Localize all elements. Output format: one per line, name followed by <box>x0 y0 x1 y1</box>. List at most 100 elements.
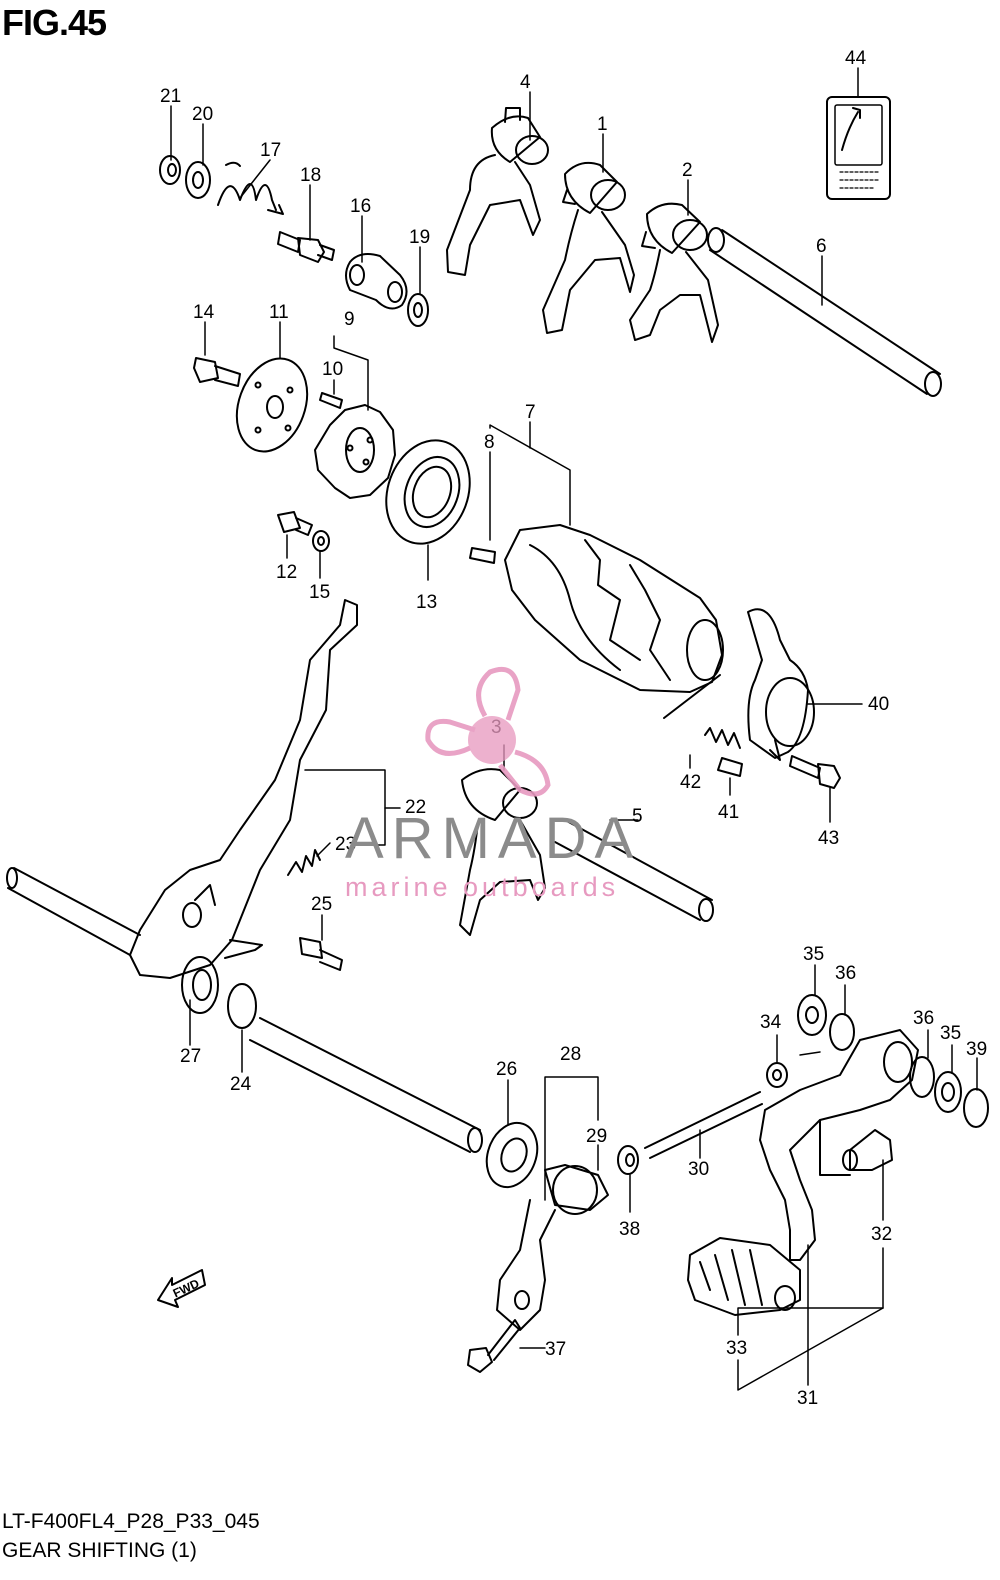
part-44-label-plate <box>826 96 891 200</box>
part-label-8: 8 <box>484 432 495 453</box>
part-11-cam-plate <box>235 357 309 453</box>
part-label-6: 6 <box>816 236 827 257</box>
part-39-e-ring <box>963 1088 989 1128</box>
part-20-washer <box>185 161 211 199</box>
footer-section-name: GEAR SHIFTING (1) <box>2 1539 197 1562</box>
part-label-44: 44 <box>845 48 867 69</box>
part-label-20: 20 <box>192 104 213 125</box>
part-label-23: 23 <box>335 834 356 855</box>
part-36-washer-right <box>909 1056 935 1098</box>
part-6-fork-shaft <box>707 227 942 397</box>
part-17-return-spring <box>217 161 284 215</box>
part-label-9: 9 <box>344 309 355 330</box>
figure-title: FIG.45 <box>2 2 107 43</box>
part-label-42: 42 <box>680 772 701 793</box>
part-label-43: 43 <box>818 828 839 849</box>
part-label-7: 7 <box>525 402 536 423</box>
part-35-washer-left <box>797 994 827 1036</box>
part-35-washer-right <box>934 1071 962 1113</box>
part-label-39: 39 <box>966 1039 987 1060</box>
part-26-oil-seal <box>485 1121 539 1189</box>
part-label-4: 4 <box>520 72 531 93</box>
part-10-pin <box>319 392 343 409</box>
propeller-logo-icon <box>425 666 551 797</box>
watermark-brand: ARMADA <box>345 806 642 871</box>
part-36-washer-left <box>829 1013 855 1051</box>
part-30-link-rod <box>644 1091 763 1159</box>
part-label-38: 38 <box>619 1219 640 1240</box>
part-label-1: 1 <box>597 114 608 135</box>
part-8-pin <box>469 547 496 564</box>
part-32-pedal-bolt <box>842 1129 893 1171</box>
part-label-27: 27 <box>180 1046 201 1067</box>
part-label-31: 31 <box>797 1388 818 1409</box>
part-label-17: 17 <box>260 140 281 161</box>
part-19-washer <box>407 293 429 327</box>
part-18-stopper-bolt <box>277 231 335 263</box>
part-label-41: 41 <box>718 802 739 823</box>
part-25-bolt <box>299 937 343 971</box>
part-4-shift-fork <box>446 107 549 276</box>
part-label-12: 12 <box>276 562 297 583</box>
part-label-40: 40 <box>868 694 889 715</box>
part-label-25: 25 <box>311 894 332 915</box>
part-label-30: 30 <box>688 1159 709 1180</box>
part-41-pin <box>717 757 743 777</box>
part-38-nut <box>617 1145 639 1175</box>
part-label-13: 13 <box>416 592 437 613</box>
part-12-screw <box>277 511 313 536</box>
leader-lines <box>170 67 978 1391</box>
part-label-36: 36 <box>835 963 856 984</box>
part-33-pedal-rubber <box>687 1237 801 1316</box>
part-label-11: 11 <box>269 302 289 323</box>
part-28-shift-link-arm <box>496 1164 609 1331</box>
part-label-16: 16 <box>350 196 371 217</box>
part-label-34: 34 <box>760 1012 782 1033</box>
part-label-15: 15 <box>309 582 330 603</box>
part-5-fork-shaft <box>554 819 714 922</box>
part-43-bolt <box>789 755 841 789</box>
part-15-washer <box>312 530 330 552</box>
part-13-bearing <box>385 439 471 545</box>
part-1-shift-fork <box>542 161 635 334</box>
part-37-bolt <box>467 1319 521 1373</box>
part-label-35: 35 <box>803 944 824 965</box>
part-label-37: 37 <box>545 1339 566 1360</box>
part-number-labels: 4 1 2 6 44 21 20 17 18 16 19 14 11 9 10 … <box>160 48 987 1409</box>
footer-model-code: LT-F400FL4_P28_P33_045 <box>2 1510 260 1533</box>
part-label-5: 5 <box>632 806 643 827</box>
part-label-28: 28 <box>560 1044 581 1065</box>
part-label-29: 29 <box>586 1126 607 1147</box>
part-22-shift-arm <box>129 599 358 979</box>
part-label-33: 33 <box>726 1338 747 1359</box>
part-label-32: 32 <box>871 1224 892 1245</box>
part-23-spring <box>287 849 321 876</box>
part-42-spring <box>704 727 741 749</box>
fwd-label: FWD <box>171 1276 202 1300</box>
part-24-gearshift-shaft <box>6 867 483 1153</box>
part-21-nut <box>159 155 181 185</box>
part-34-nut <box>766 1062 788 1088</box>
part-9-cam-driven-gear <box>314 404 396 499</box>
part-label-35b: 35 <box>940 1023 961 1044</box>
part-label-10: 10 <box>322 359 343 380</box>
part-14-bolt <box>193 357 241 387</box>
part-7-shift-cam <box>504 524 724 719</box>
part-label-2: 2 <box>682 160 693 181</box>
part-label-14: 14 <box>193 302 215 323</box>
direction-arrow-icon <box>157 1269 206 1308</box>
part-label-22: 22 <box>405 797 426 818</box>
part-27-oil-seal <box>181 956 219 1014</box>
part-31-gearshift-lever <box>759 1029 919 1261</box>
part-label-21: 21 <box>160 86 181 107</box>
part-16-stopper-arm <box>345 253 408 310</box>
part-2-shift-fork <box>629 202 719 343</box>
part-label-26: 26 <box>496 1059 517 1080</box>
part-40-gear-position-switch <box>747 608 815 761</box>
part-label-24: 24 <box>230 1074 252 1095</box>
part-label-19: 19 <box>409 227 430 248</box>
watermark-tagline: marine outboards <box>345 872 620 902</box>
part-label-36b: 36 <box>913 1008 934 1029</box>
